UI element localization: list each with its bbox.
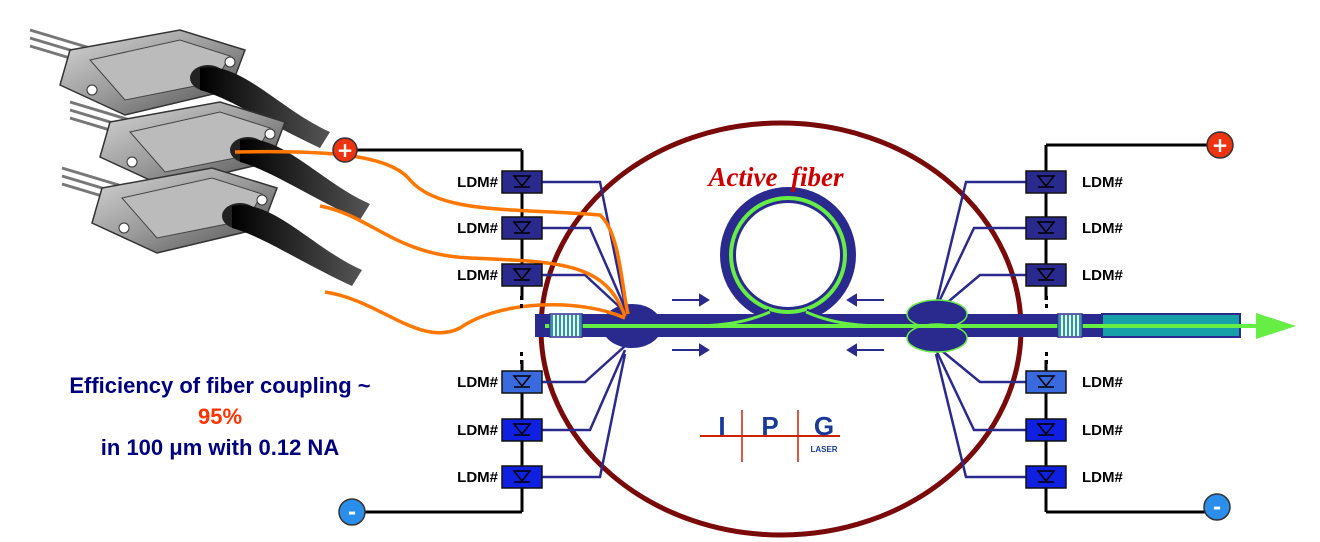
caption-line-3: in 100 μm with 0.12 NA (100, 435, 340, 460)
ldm-label: LDM# (457, 220, 498, 237)
ldm-label: LDM# (457, 422, 498, 439)
svg-text:-: - (348, 500, 356, 524)
pump-module (29, 28, 330, 148)
right-stack-continuation-dots (1045, 296, 1048, 364)
left-plus-terminal: + (332, 137, 358, 163)
left-combiner-fibers (540, 180, 627, 479)
ldm-diode (1025, 170, 1067, 194)
ldm-diode (501, 370, 543, 394)
right-combiner-fibers (934, 180, 1026, 479)
ldm-diode (501, 465, 543, 489)
caption-efficiency-value: 95% (197, 404, 243, 429)
left-stack-continuation-dots (520, 296, 523, 364)
caption-line-1: Efficiency of fiber coupling ~ (69, 373, 371, 398)
ldm-label: LDM# (457, 374, 498, 391)
ldm-diode (501, 263, 543, 287)
svg-text:+: + (1212, 133, 1229, 157)
ldm-label: LDM# (457, 174, 498, 191)
logo-letter-g: G (814, 411, 834, 441)
ldm-label: LDM# (1082, 422, 1123, 439)
fiber-coil-core (729, 196, 847, 314)
logo-letter-i: I (718, 411, 725, 441)
logo-letter-p: P (761, 411, 778, 441)
pump-direction-arrows (672, 293, 884, 357)
ldm-diode (501, 216, 543, 240)
coupling-efficiency-caption: Efficiency of fiber coupling ~ 95% in 10… (10, 370, 430, 463)
ldm-diode (1025, 216, 1067, 240)
pump-module (61, 166, 362, 286)
left-ldm-stack: LDM# LDM# LDM# LDM# LDM# LDM# (457, 170, 543, 489)
fiber-coil (720, 187, 856, 323)
ldm-diode (1025, 418, 1067, 442)
ldm-diode (1025, 465, 1067, 489)
right-ldm-stack: LDM# LDM# LDM# LDM# LDM# LDM# (1025, 170, 1123, 489)
ldm-label: LDM# (457, 267, 498, 284)
right-fiber-grating (1057, 313, 1083, 338)
ipg-laser-logo: I P G LASER (700, 410, 840, 462)
ldm-label: LDM# (1082, 267, 1123, 284)
ldm-label: LDM# (457, 469, 498, 486)
ldm-diode (1025, 263, 1067, 287)
svg-text:+: + (337, 138, 354, 162)
pump-laser-modules (29, 28, 370, 286)
ldm-label: LDM# (1082, 374, 1123, 391)
pump-module (69, 100, 370, 220)
logo-subtitle: LASER (810, 445, 837, 454)
output-arrow (1256, 313, 1296, 339)
left-fiber-grating (549, 313, 583, 338)
ldm-diode (501, 418, 543, 442)
right-pump-combiner-bottom (906, 323, 968, 353)
left-minus-terminal: - (338, 498, 366, 526)
right-plus-terminal: + (1206, 131, 1234, 159)
active-fiber-title: Active fiber (707, 162, 844, 192)
svg-text:-: - (1213, 495, 1221, 519)
ldm-label: LDM# (1082, 469, 1123, 486)
ldm-label: LDM# (1082, 174, 1123, 191)
ldm-diode (501, 170, 543, 194)
ldm-diode (1025, 370, 1067, 394)
ldm-label: LDM# (1082, 220, 1123, 237)
right-minus-terminal: - (1203, 493, 1231, 521)
